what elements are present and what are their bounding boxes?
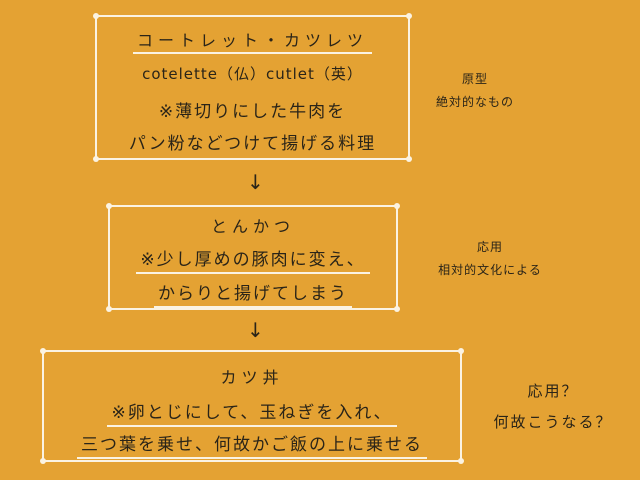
note-applied: 応用 相対的文化による (425, 238, 555, 278)
arrow-down-1: ↓ (247, 170, 264, 194)
box-tonkatsu: とんかつ ※少し厚めの豚肉に変え、 からりと揚げてしまう (106, 203, 400, 312)
note-original-label: 原型 (461, 72, 488, 86)
box-tonkatsu-desc1: ※少し厚めの豚肉に変え、 (136, 250, 370, 274)
box-cutlet-origin: cotelette（仏）cutlet（英） (142, 65, 363, 83)
note-question-label: 応用？ (527, 382, 579, 400)
note-question: 応用？ 何故こうなる？ (478, 380, 628, 432)
box-katsudon-desc2: 三つ葉を乗せ、何故かご飯の上に乗せる (77, 435, 427, 459)
arrow-down-2: ↓ (247, 318, 264, 342)
box-katsudon-title: カツ丼 (220, 368, 284, 387)
note-applied-desc: 相対的文化による (438, 263, 542, 277)
box-cutlet-desc2: パン粉などつけて揚げる料理 (128, 134, 377, 154)
box-cutlet-desc1: ※薄切りにした牛肉を (158, 102, 347, 122)
box-cutlet: コートレット・カツレツ cotelette（仏）cutlet（英） ※薄切りにし… (93, 13, 412, 162)
box-tonkatsu-desc2: からりと揚げてしまう (154, 284, 352, 308)
box-cutlet-title: コートレット・カツレツ (132, 31, 372, 54)
note-original-desc: 絶対的なもの (435, 95, 514, 109)
box-tonkatsu-title: とんかつ (210, 217, 295, 236)
note-applied-label: 応用 (476, 240, 503, 254)
box-katsudon: カツ丼 ※卵とじにして、玉ねぎを入れ、 三つ葉を乗せ、何故かご飯の上に乗せる (40, 348, 464, 464)
box-katsudon-desc1: ※卵とじにして、玉ねぎを入れ、 (107, 403, 397, 427)
note-original: 原型 絶対的なもの (420, 70, 530, 110)
note-question-desc: 何故こうなる？ (493, 413, 613, 431)
